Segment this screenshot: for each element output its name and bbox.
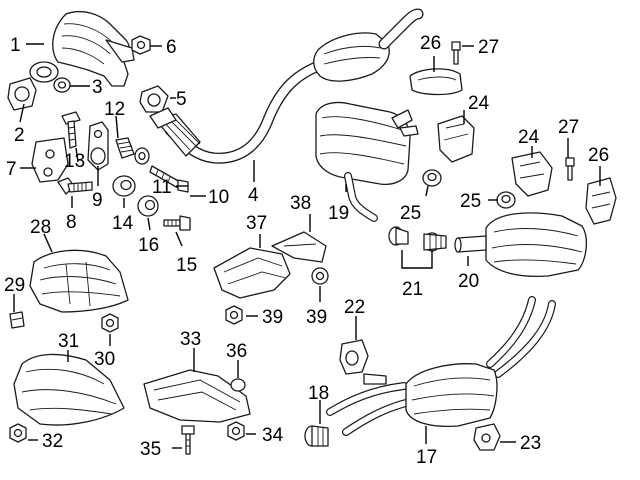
bracket-38 <box>271 231 327 263</box>
gasket-5 <box>139 85 169 113</box>
callout-33: 33 <box>180 329 201 350</box>
callout-13: 13 <box>64 151 85 172</box>
heat-shield-28 <box>29 249 129 313</box>
clip-29 <box>9 311 25 329</box>
callout-24-right: 24 <box>518 127 540 148</box>
rubber-mount-39 <box>311 267 329 285</box>
callout-3: 3 <box>92 77 103 98</box>
heat-shield-26-top <box>409 68 463 96</box>
callout-2: 2 <box>14 125 25 146</box>
rubber-mount-25-top <box>422 169 442 187</box>
callout-38: 38 <box>290 193 311 214</box>
bolt-35 <box>181 425 195 455</box>
clamp-18 <box>304 425 329 447</box>
callout-15: 15 <box>176 255 197 276</box>
bolt-8 <box>57 177 93 195</box>
callout-labels: 1 2 3 4 5 6 7 8 9 10 11 12 13 14 15 16 1… <box>4 33 609 468</box>
callout-25-right: 25 <box>460 191 481 212</box>
callout-39-right: 39 <box>306 307 327 328</box>
callout-30: 30 <box>94 349 115 370</box>
heat-shield-26-right <box>585 177 617 225</box>
callout-35: 35 <box>140 439 161 460</box>
flange-gasket <box>7 77 37 111</box>
heat-shield-33 <box>143 369 251 423</box>
callout-37: 37 <box>246 213 267 234</box>
callout-19: 19 <box>328 203 349 224</box>
center-converter <box>313 8 424 82</box>
bolt-15 <box>163 215 191 231</box>
rubber-mount-25-right <box>496 191 516 209</box>
spring-12 <box>115 137 135 159</box>
leader-lines <box>13 43 601 449</box>
bracket-7 <box>31 137 69 183</box>
bolt-27-top <box>451 41 461 65</box>
stud-13 <box>61 111 81 149</box>
callout-9: 9 <box>92 190 103 211</box>
nut-top <box>131 35 151 55</box>
hanger-24-top <box>437 115 475 163</box>
bushing-14 <box>112 175 136 197</box>
callout-20: 20 <box>458 271 479 292</box>
callout-8: 8 <box>66 212 77 233</box>
front-muffler <box>315 101 419 222</box>
callout-17: 17 <box>416 447 437 468</box>
callout-7: 7 <box>6 159 17 180</box>
callout-10: 10 <box>208 187 229 208</box>
callout-25-top: 25 <box>400 203 421 224</box>
callout-21: 21 <box>402 279 423 300</box>
callout-27-right: 27 <box>558 117 579 138</box>
callout-12: 12 <box>104 99 125 120</box>
callout-22: 22 <box>344 297 365 318</box>
rear-muffler-right <box>454 212 588 278</box>
callout-26-right: 26 <box>588 145 609 166</box>
callout-34: 34 <box>262 425 284 446</box>
callout-14: 14 <box>112 213 134 234</box>
nut-34 <box>227 421 245 441</box>
hanger-24-right <box>511 151 553 197</box>
callout-36: 36 <box>226 341 247 362</box>
rear-muffler-assembly <box>326 296 556 436</box>
heat-shield-31 <box>13 353 125 426</box>
callout-39-mid: 39 <box>262 307 283 328</box>
nut-39-mid <box>225 305 243 325</box>
callout-29: 29 <box>4 275 25 296</box>
callout-31: 31 <box>58 331 79 352</box>
callout-27-top: 27 <box>478 37 499 58</box>
catalytic-converter-front <box>29 10 135 87</box>
callout-18: 18 <box>308 383 329 404</box>
callout-23: 23 <box>520 433 541 454</box>
clamps-21 <box>388 226 447 252</box>
callout-1: 1 <box>10 35 21 56</box>
bushing-16 <box>137 195 159 217</box>
bolt-11 <box>149 165 189 193</box>
callout-5: 5 <box>176 89 187 110</box>
callout-28: 28 <box>30 217 51 238</box>
nut-32 <box>9 423 27 443</box>
callout-11: 11 <box>152 177 172 198</box>
hanger-22 <box>339 339 369 375</box>
callout-32: 32 <box>42 431 63 452</box>
hanger-23 <box>473 423 501 451</box>
callout-6: 6 <box>166 37 177 58</box>
callout-24-top: 24 <box>468 93 490 114</box>
hanger-9 <box>87 121 109 171</box>
bolt-27-right <box>565 157 575 181</box>
heat-shield-37 <box>213 247 291 299</box>
washer-12b <box>134 147 150 165</box>
seal-ring <box>53 77 71 93</box>
front-exhaust-pipe <box>149 56 336 164</box>
washer-36 <box>230 378 246 392</box>
callout-26-top: 26 <box>420 33 441 54</box>
nut-30 <box>101 313 119 333</box>
callout-16: 16 <box>138 235 159 256</box>
callout-4: 4 <box>248 185 259 206</box>
